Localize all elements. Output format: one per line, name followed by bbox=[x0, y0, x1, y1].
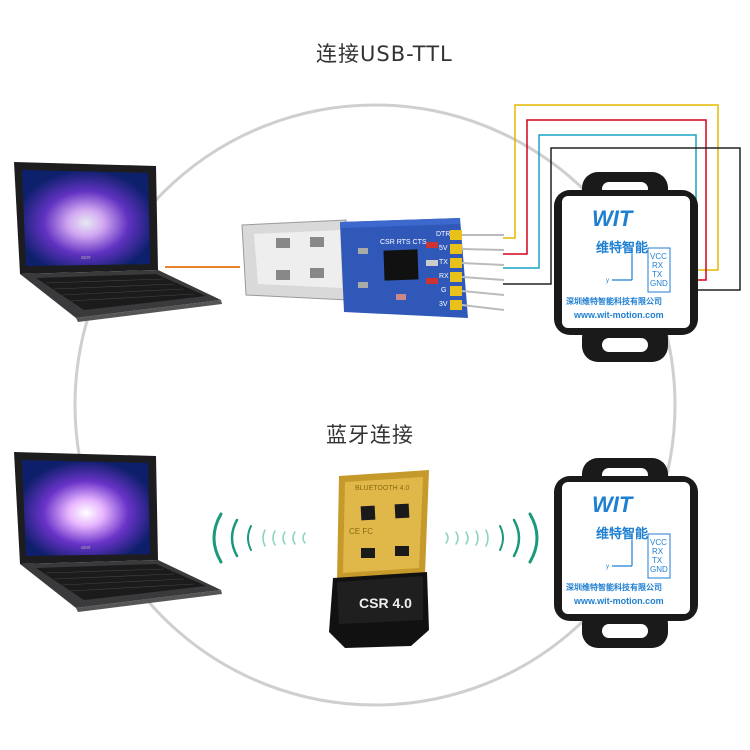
sensor2-company: 深圳维特智能科技有限公司 bbox=[566, 582, 662, 592]
axis-x-label-2: x bbox=[629, 534, 632, 540]
laptop-brand-2: acer bbox=[81, 545, 91, 551]
sensor-pin-tx: TX bbox=[652, 270, 663, 279]
pin-label-5v: 5V bbox=[439, 245, 448, 252]
axis-y-label: y bbox=[606, 278, 609, 284]
sensor-company: 深圳维特智能科技有限公司 bbox=[566, 296, 662, 306]
bluetooth-title: 蓝牙连接 bbox=[326, 423, 414, 447]
sensor-website: www.wit-motion.com bbox=[573, 310, 664, 320]
laptop-bottom: acer bbox=[14, 452, 222, 612]
pin-label-3v: 3V bbox=[439, 301, 448, 308]
bluetooth-dongle: BLUETOOTH 4.0 CE FC CSR 4.0 bbox=[329, 470, 429, 648]
sensor-pin-vcc: VCC bbox=[650, 252, 667, 261]
signal-waves-left bbox=[212, 512, 306, 564]
dongle-label: CSR 4.0 bbox=[359, 595, 412, 611]
sensor-name: 维特智能 bbox=[596, 240, 648, 255]
sensor-logo: WIT bbox=[592, 206, 634, 231]
usb-ttl-title: 连接USB-TTL bbox=[316, 42, 453, 66]
module-top-labels: CSR RTS CTS bbox=[380, 239, 427, 246]
sensor2-pin-gnd: GND bbox=[650, 565, 668, 574]
sensor-top: WIT 维特智能 VCC RX TX GND x y 深圳维特智能科技有限公司 … bbox=[554, 172, 698, 362]
axis-x-label: x bbox=[629, 248, 632, 254]
laptop-brand: acer bbox=[81, 255, 91, 261]
sensor-bottom: WIT 维特智能 VCC RX TX GND x y 深圳维特智能科技有限公司 … bbox=[554, 458, 698, 648]
pin-label-g: G bbox=[441, 287, 446, 294]
pin-label-rx: RX bbox=[439, 273, 449, 280]
sensor2-pin-rx: RX bbox=[652, 547, 664, 556]
sensor2-pin-vcc: VCC bbox=[650, 538, 667, 547]
sensor-name-2: 维特智能 bbox=[596, 526, 648, 541]
signal-waves-right bbox=[445, 512, 539, 564]
sensor-logo-2: WIT bbox=[592, 492, 634, 517]
axis-y-label-2: y bbox=[606, 564, 609, 570]
sensor-pin-rx: RX bbox=[652, 261, 664, 270]
sensor2-website: www.wit-motion.com bbox=[573, 596, 664, 606]
pin-label-tx: TX bbox=[439, 259, 448, 266]
dongle-cert: CE FC bbox=[349, 527, 373, 536]
sensor2-pin-tx: TX bbox=[652, 556, 663, 565]
laptop-top: acer bbox=[14, 162, 222, 322]
usb-ttl-module: CSR RTS CTS DTR 5V TX RX G 3V bbox=[241, 218, 505, 318]
dongle-marking: BLUETOOTH 4.0 bbox=[355, 485, 409, 492]
pin-label-dtr: DTR bbox=[436, 231, 450, 238]
sensor-pin-gnd: GND bbox=[650, 279, 668, 288]
